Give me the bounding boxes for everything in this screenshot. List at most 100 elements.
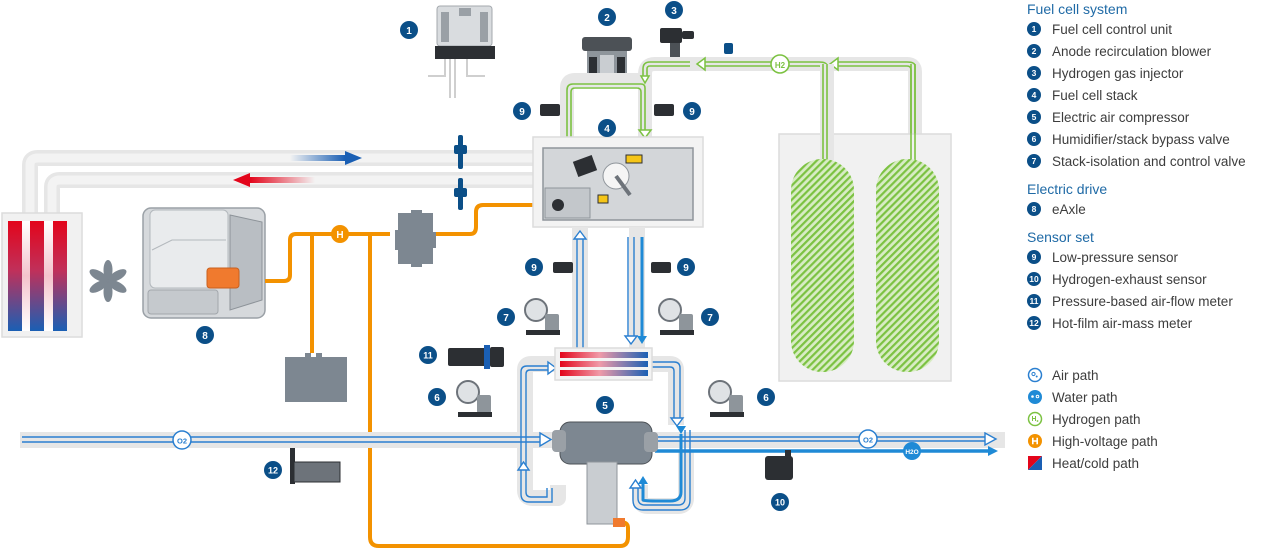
path-legend: Air path Water path Hydrogen path High-v… [1027,364,1276,474]
hydrogen-tank [876,159,939,372]
badge-1: 1 [400,21,418,39]
badge-12: 12 [264,461,282,479]
svg-text:12: 12 [268,466,278,476]
svg-text:1: 1 [406,26,412,37]
fuel-cell-system-diagram: H [1,1,1005,548]
air-exhaust-marker: O2 [858,429,878,449]
coolant-flow-arrows [233,151,362,187]
legend-item-label: Electric air compressor [1052,109,1190,125]
legend-item-label: Humidifier/stack bypass valve [1052,131,1230,147]
pressure-air-flow-meter [448,345,504,369]
high-voltage-marker: H [331,225,349,243]
svg-text:6: 6 [434,393,440,404]
number-badge: 11 [1027,294,1041,308]
air-intake-marker: O2 [172,430,192,450]
legend-section-title: Electric drive [1027,181,1108,197]
number-badge: 6 [1027,132,1041,146]
badge-2: 2 [598,8,616,26]
legend-item: 7 Stack-isolation and control valve [1027,150,1276,172]
svg-text:8: 8 [202,331,208,342]
hydrogen-path-marker: H2 [770,54,790,74]
air-intake-arrow [539,431,553,448]
badge-6-right: 6 [757,388,775,406]
high-voltage-path-icon [1028,434,1042,448]
path-legend-label: Air path [1052,367,1099,383]
legend-item-label: Low-pressure sensor [1052,249,1179,265]
badge-8: 8 [196,326,214,344]
legend-item-label: Hydrogen-exhaust sensor [1052,271,1207,287]
coolant-loop [22,150,545,215]
cathode-water-return [641,434,683,503]
badge-5: 5 [596,396,614,414]
air-exhaust-arrow [984,431,998,447]
number-badge: 2 [1027,44,1041,58]
legend-item: 11 Pressure-based air-flow meter [1027,290,1276,312]
svg-text:9: 9 [683,263,689,274]
legend-item: 6 Humidifier/stack bypass valve [1027,128,1276,150]
radiator [1,212,83,338]
path-legend-label: Heat/cold path [1052,455,1140,471]
battery-terminal [305,353,311,358]
anode-blower-component [582,37,632,79]
svg-text:7: 7 [707,313,713,324]
control-unit-component [428,5,495,98]
badge-10: 10 [771,493,789,511]
number-badge: 5 [1027,110,1041,124]
o2-in-marker-label: O2 [177,437,187,446]
eaxle-component [142,207,266,319]
legend-section-title: Sensor set [1027,229,1094,245]
legend-item-label: Anode recirculation blower [1052,43,1212,59]
legend-section-fuel-cell: Fuel cell system 1 Fuel cell control unit… [1027,0,1276,172]
cathode-air-path [520,237,691,511]
svg-text:3: 3 [671,6,677,17]
badge-4: 4 [598,119,616,137]
badge-11: 11 [419,346,437,364]
path-legend-item: Heat/cold path [1027,452,1276,474]
path-legend-item: High-voltage path [1027,430,1276,452]
legend-item: 2 Anode recirculation blower [1027,40,1276,62]
svg-text:10: 10 [775,498,785,508]
stack-isolation-valve-left [524,298,560,335]
high-voltage-path [265,203,630,548]
badge-9: 9 [677,258,695,276]
svg-text:9: 9 [689,107,695,118]
number-badge: 3 [1027,66,1041,80]
heat-cold-path-icon [1028,456,1042,470]
cathode-water-arrows [637,336,686,484]
air-path-icon [1027,367,1043,383]
path-legend-label: Hydrogen path [1052,411,1141,427]
stack-isolation-valve-right [658,298,694,335]
legend-item-label: Stack-isolation and control valve [1052,153,1246,169]
battery-terminal [316,353,322,358]
o2-out-marker-label: O2 [863,436,873,445]
number-badge: 7 [1027,154,1041,168]
air-exhaust-path [655,436,985,442]
legend-item-label: Fuel cell stack [1052,87,1138,103]
air-pipes [20,227,1005,514]
legend-item-label: Pressure-based air-flow meter [1052,293,1233,309]
legend-item-label: Fuel cell control unit [1052,21,1173,37]
number-badge: 1 [1027,22,1041,36]
path-legend-item: Hydrogen path [1027,408,1276,430]
hv-marker-label: H [336,230,343,241]
svg-text:6: 6 [763,393,769,404]
hydrogen-exhaust-sensor [765,450,793,480]
legend-item-label: eAxle [1052,201,1086,217]
svg-text:11: 11 [423,351,433,361]
water-exhaust-marker: H2O [903,442,921,460]
hot-film-air-mass-meter [290,448,341,484]
legend: Fuel cell system 1 Fuel cell control unit… [1027,0,1276,474]
svg-text:7: 7 [503,313,509,324]
air-intake-path [22,436,540,443]
legend-section-title: Fuel cell system [1027,1,1128,17]
water-path-icon [1028,390,1042,404]
number-badge: 10 [1027,272,1041,286]
hydrogen-injector-component [660,28,694,59]
